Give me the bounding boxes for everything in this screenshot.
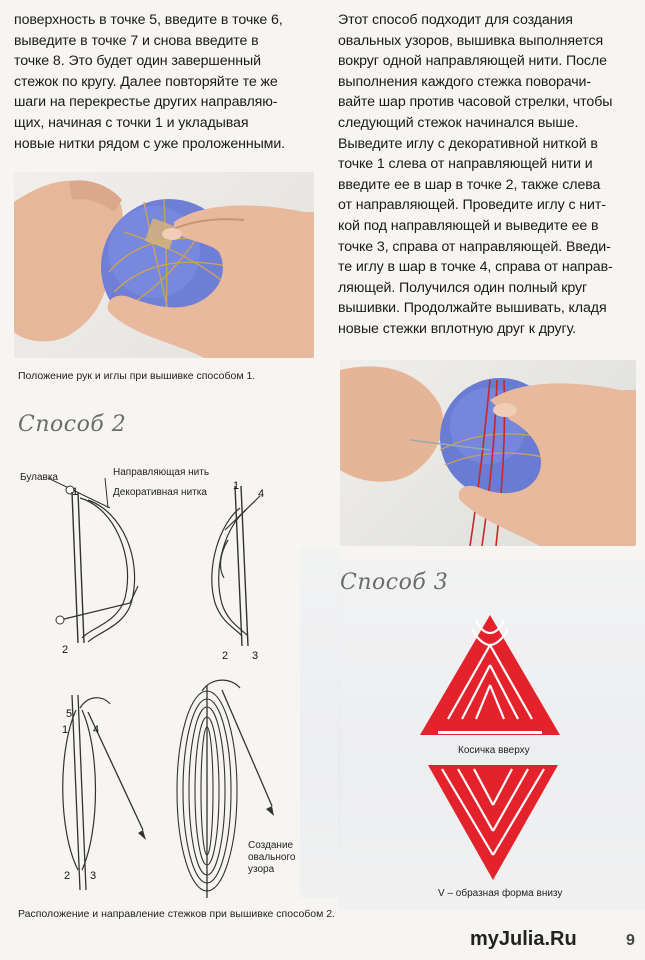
label-oval-line3: узора [248,864,275,875]
num-d3-1: 1 [62,724,69,736]
text-line: ляющей. Получился один полный круг [338,279,588,296]
photo-hands-ball-method1 [14,172,314,358]
text-line: овальных узоров, вышивка выполняется [338,32,604,49]
method2-heading: Способ 2 [18,412,127,437]
num-d2-2: 2 [222,650,229,662]
text-line: поверхность в точке 5, введите в точке 6… [14,12,283,28]
label-oval-line2: овального [248,852,296,863]
diagram-step2 [211,485,261,647]
diagram-oval-pattern [176,679,274,898]
text-line: новые стежки вплотную друг к другу. [338,320,577,337]
label-oval-line1: Создание [248,840,294,851]
num-d2-4: 4 [258,488,265,500]
site-watermark: myJulia.Ru [470,928,577,950]
braid-bottom-v-shape [428,765,558,880]
text-line: вайте шар против часовой стрелки, чтобы [338,94,613,111]
text-line: введите ее в шар в точке 2, также слева [338,176,601,193]
text-line: выведите в точке 7 и снова введите в [14,32,259,49]
text-line: выполнения каждого стежка поворачи- [338,73,592,90]
method3-heading: Способ 3 [340,570,449,595]
text-line: новые нитки рядом с уже проложенными. [14,135,286,152]
label-pin: Булавка [20,472,58,483]
text-line: те иглу в шар в точке 4, справа от напра… [338,259,613,276]
text-line: вокруг одной направляющей нити. После [338,53,607,70]
num-d3-5: 5 [66,708,73,720]
diagram-step1 [47,478,139,644]
method2-diagram-area [300,548,340,898]
text-line: точке 1 слева от направляющей нити и [338,156,593,173]
num-d2-1: 1 [233,480,240,492]
num-d2-3: 3 [252,650,259,662]
text-line: следующий стежок начинался выше. [338,114,579,131]
num-d1-1: 1 [72,486,79,498]
page-number: 9 [626,932,635,949]
text-line: кой под направляющей и выведите ее в [338,217,599,234]
hands-ball-illustration [14,180,314,358]
label-braid-bottom: V – образная форма внизу [438,888,563,899]
photo-caption-method1: Положение рук и иглы при вышивке способо… [18,370,256,382]
num-d3-4: 4 [93,724,100,736]
label-oval: Создание овального узора [248,840,295,876]
text-line: Этот способ подходит для создания [338,12,573,28]
text-line: стежок по кругу. Далее повторяйте те же [14,73,278,90]
label-braid-top: Косичка вверху [458,745,530,756]
text-line: щих, начиная с точки 1 и укладывая [14,114,249,131]
right-paragraph: Этот способ подходит для создания овальн… [338,10,638,340]
text-line: шаги на перекрестье других направляю- [14,94,278,111]
num-d1-2: 2 [62,644,69,656]
diagram-caption-method2: Расположение и направление стежков при в… [18,908,336,920]
label-decorative-thread: Декоративная нитка [113,487,207,498]
text-line: Выведите иглу с декоративной ниткой в [338,135,598,152]
num-d3-3: 3 [90,870,97,882]
text-line: точке 8. Это будет один завершенный [14,53,261,70]
diagram-step3 [62,694,146,891]
braid-top-triangle [420,615,560,735]
photo-hands-ball-method2 [340,360,636,546]
text-line: точке 3, справа от направляющей. Введи- [338,238,611,255]
text-line: от направляющей. Проведите иглу с нит- [338,197,606,214]
label-guide-thread: Направляющая нить [113,467,210,478]
num-d3-2: 2 [64,870,71,882]
needle-ball-illustration [340,366,636,546]
left-paragraph: поверхность в точке 5, введите в точке 6… [14,10,332,154]
text-line: вышивки. Продолжайте вышивать, кладя [338,300,607,317]
